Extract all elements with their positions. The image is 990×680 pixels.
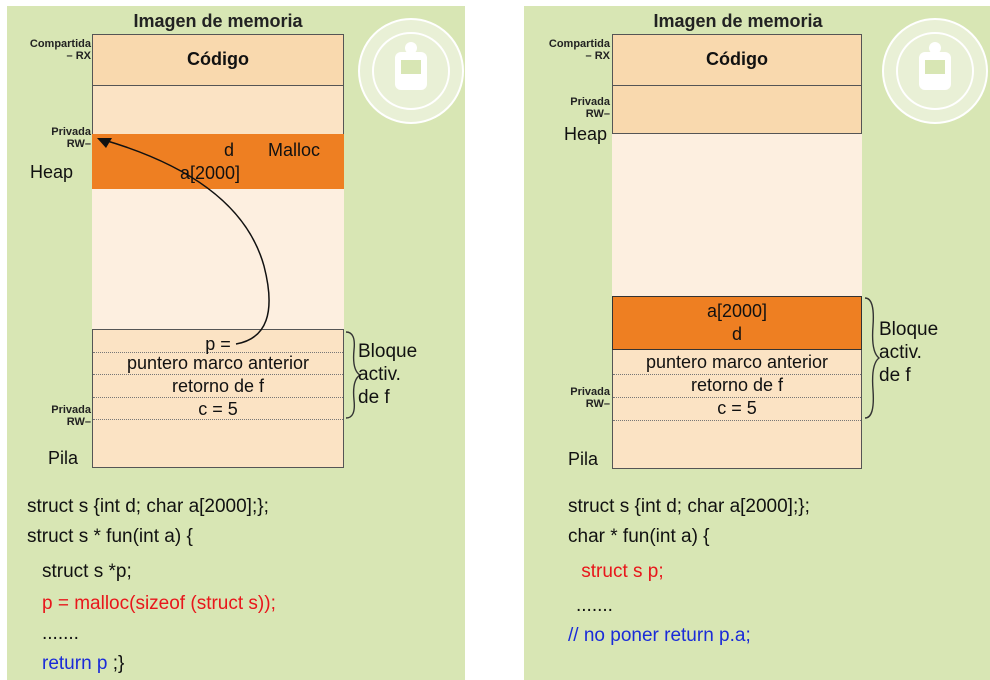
left-code-segment: Código — [92, 34, 344, 86]
stack-return: retorno de f — [690, 375, 784, 395]
code-segment-label: Código — [706, 49, 768, 69]
right-code-line-1: struct s {int d; char a[2000];}; — [568, 496, 810, 517]
left-free-space — [92, 189, 344, 329]
stack-d: d — [731, 324, 742, 344]
left-code-line-6: return p ;} — [42, 653, 124, 675]
right-stack: puntero marco anterior retorno de f c = … — [612, 350, 862, 469]
label-shared-rx: Compartida – RX — [29, 38, 91, 62]
code-segment-label: Código — [187, 49, 249, 69]
left-code-line-4: p = malloc(sizeof (struct s)); — [42, 593, 276, 614]
label-shared-rx: Compartida – RX — [548, 38, 610, 62]
heap-a: a[2000] — [180, 163, 241, 183]
left-title: Imagen de memoria — [133, 11, 303, 31]
right-private-data — [612, 85, 862, 134]
right-code-line-5: // no poner return p.a; — [568, 625, 751, 646]
stack-return: retorno de f — [171, 376, 265, 396]
label-heap: Heap — [564, 124, 608, 144]
label-private-heap: Privada RW– — [570, 96, 610, 120]
label-stack: Pila — [48, 448, 79, 468]
heap-malloc: Malloc — [268, 140, 321, 160]
right-brace — [864, 297, 881, 419]
stack-c: c = 5 — [198, 399, 238, 419]
left-code-line-2: struct s * fun(int a) { — [27, 526, 193, 547]
stack-c: c = 5 — [717, 398, 757, 418]
return-end: ;} — [107, 653, 125, 674]
heap-d: d — [224, 140, 235, 160]
left-private-data — [92, 85, 344, 135]
right-code-line-2: char * fun(int a) { — [568, 526, 710, 547]
left-bloque-label: Bloque activ. de f — [358, 341, 418, 408]
label-private-heap: Privada RW– — [51, 126, 91, 150]
left-stack: p = puntero marco anterior retorno de f … — [92, 329, 344, 468]
stack-a: a[2000] — [706, 301, 768, 321]
stack-prev-frame: puntero marco anterior — [645, 352, 829, 372]
university-seal-logo — [882, 18, 988, 124]
right-struct-on-stack: a[2000] d — [612, 296, 862, 350]
left-code-line-5: ....... — [42, 623, 79, 644]
right-title: Imagen de memoria — [653, 11, 823, 31]
right-code-line-4: ....... — [576, 595, 613, 616]
label-private-stack: Privada RW– — [570, 386, 610, 410]
stack-p: p = — [205, 334, 231, 354]
label-stack: Pila — [568, 449, 599, 469]
right-free-space — [612, 134, 862, 296]
return-keyword: return p — [42, 653, 108, 674]
right-bloque-label: Bloque activ. de f — [879, 319, 939, 386]
label-private-stack: Privada RW– — [51, 404, 91, 428]
university-seal-logo — [358, 18, 464, 124]
label-heap: Heap — [30, 162, 74, 182]
right-code-segment: Código — [612, 34, 862, 86]
right-code-line-3: struct s p; — [576, 561, 664, 582]
left-brace — [345, 331, 362, 419]
stack-prev-frame: puntero marco anterior — [126, 353, 310, 373]
left-code-line-1: struct s {int d; char a[2000];}; — [27, 496, 269, 517]
left-heap-block: d Malloc a[2000] — [92, 134, 344, 189]
left-code-line-3: struct s *p; — [42, 561, 132, 582]
